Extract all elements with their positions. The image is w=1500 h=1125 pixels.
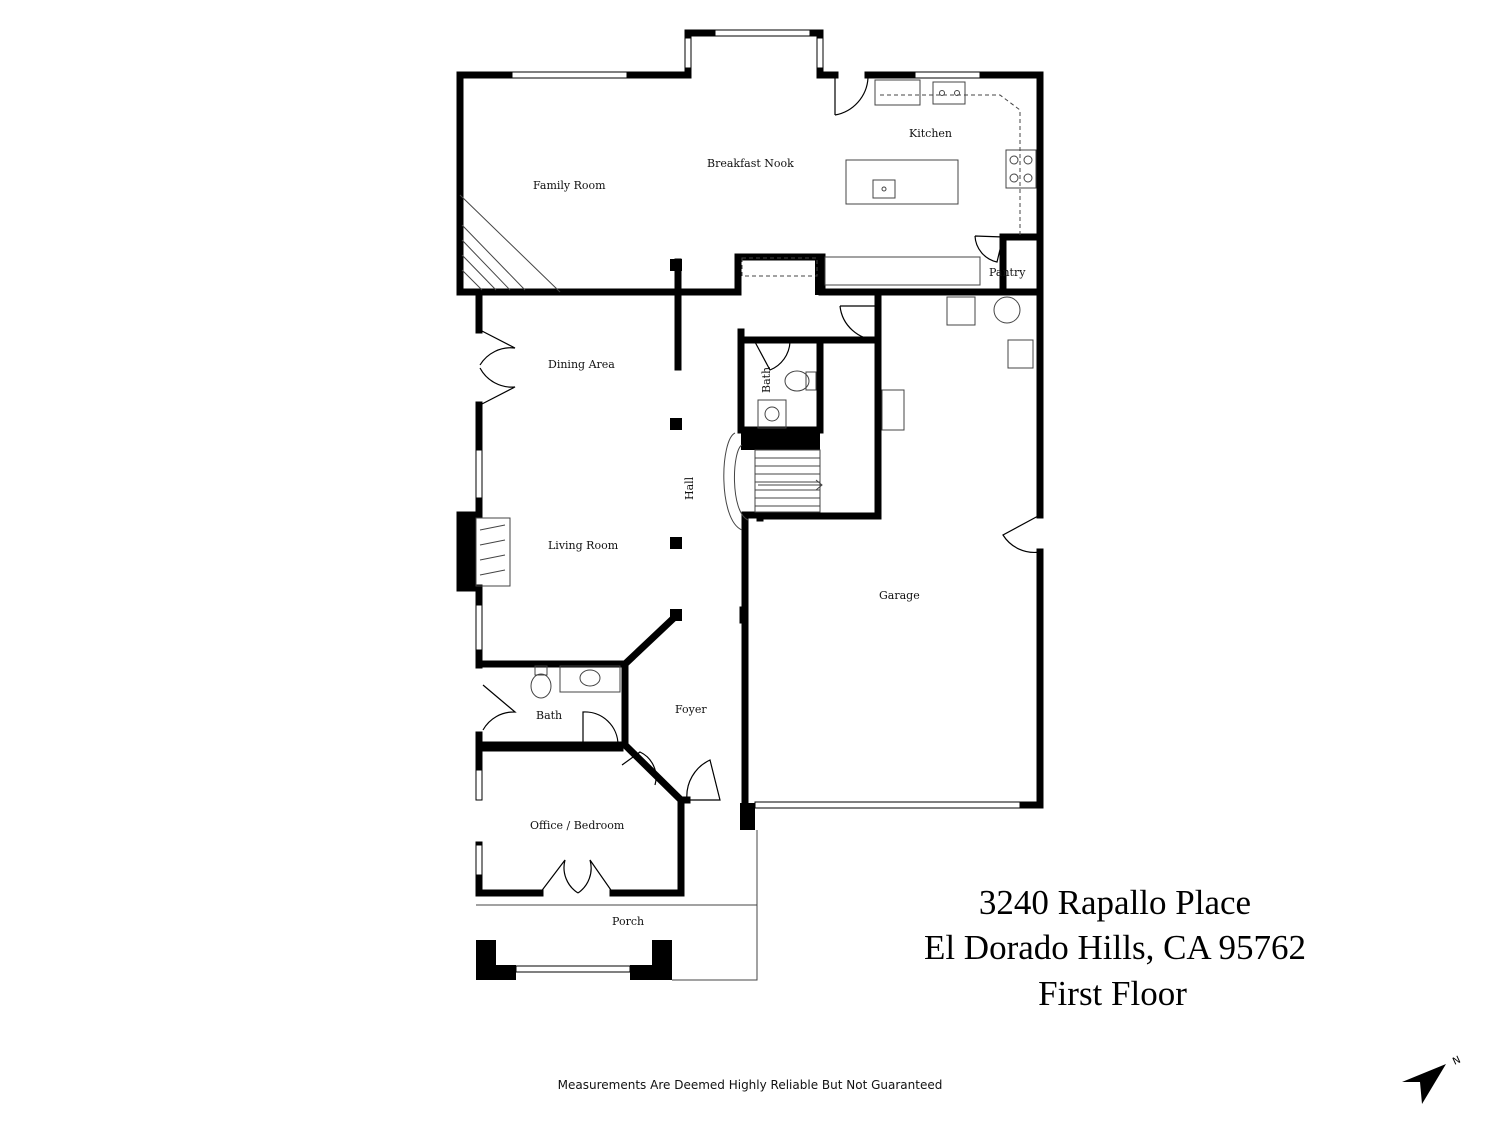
address-city-line: El Dorado Hills, CA 95762 xyxy=(923,928,1307,967)
walls xyxy=(456,29,1044,897)
water-heater-icon xyxy=(993,296,1021,324)
doors xyxy=(479,75,1041,894)
pantry-label: Pantry xyxy=(989,266,1026,279)
wall-blocks xyxy=(458,257,824,980)
disclaimer-text: Measurements Are Deemed Highly Reliable … xyxy=(557,1078,943,1092)
garage-label: Garage xyxy=(879,589,920,602)
north-arrow-icon: N xyxy=(1402,1055,1463,1104)
breakfast-nook-label: Breakfast Nook xyxy=(707,157,794,170)
fireplace xyxy=(475,517,511,587)
porch-outline xyxy=(476,830,758,981)
kitchen-label: Kitchen xyxy=(909,127,952,140)
dining-area-label: Dining Area xyxy=(548,358,615,371)
foyer-label: Foyer xyxy=(675,703,707,716)
family-room-label: Family Room xyxy=(533,179,606,192)
porch-label: Porch xyxy=(612,915,644,928)
floor-title: First Floor xyxy=(1038,974,1187,1013)
kitchen-island xyxy=(845,159,959,205)
address-street: 3240 Rapallo Place xyxy=(978,883,1252,922)
hall-label: Hall xyxy=(683,476,696,500)
bath-fixtures xyxy=(530,370,817,699)
stairs xyxy=(459,194,823,531)
windows xyxy=(475,29,1021,973)
living-room-label: Living Room xyxy=(548,539,619,552)
bath-upper-label: Bath xyxy=(760,367,773,393)
bath-lower-label: Bath xyxy=(536,709,562,722)
office-bedroom-label: Office / Bedroom xyxy=(530,819,625,832)
kitchen-fixtures xyxy=(741,79,1037,431)
north-label: N xyxy=(1451,1055,1462,1068)
